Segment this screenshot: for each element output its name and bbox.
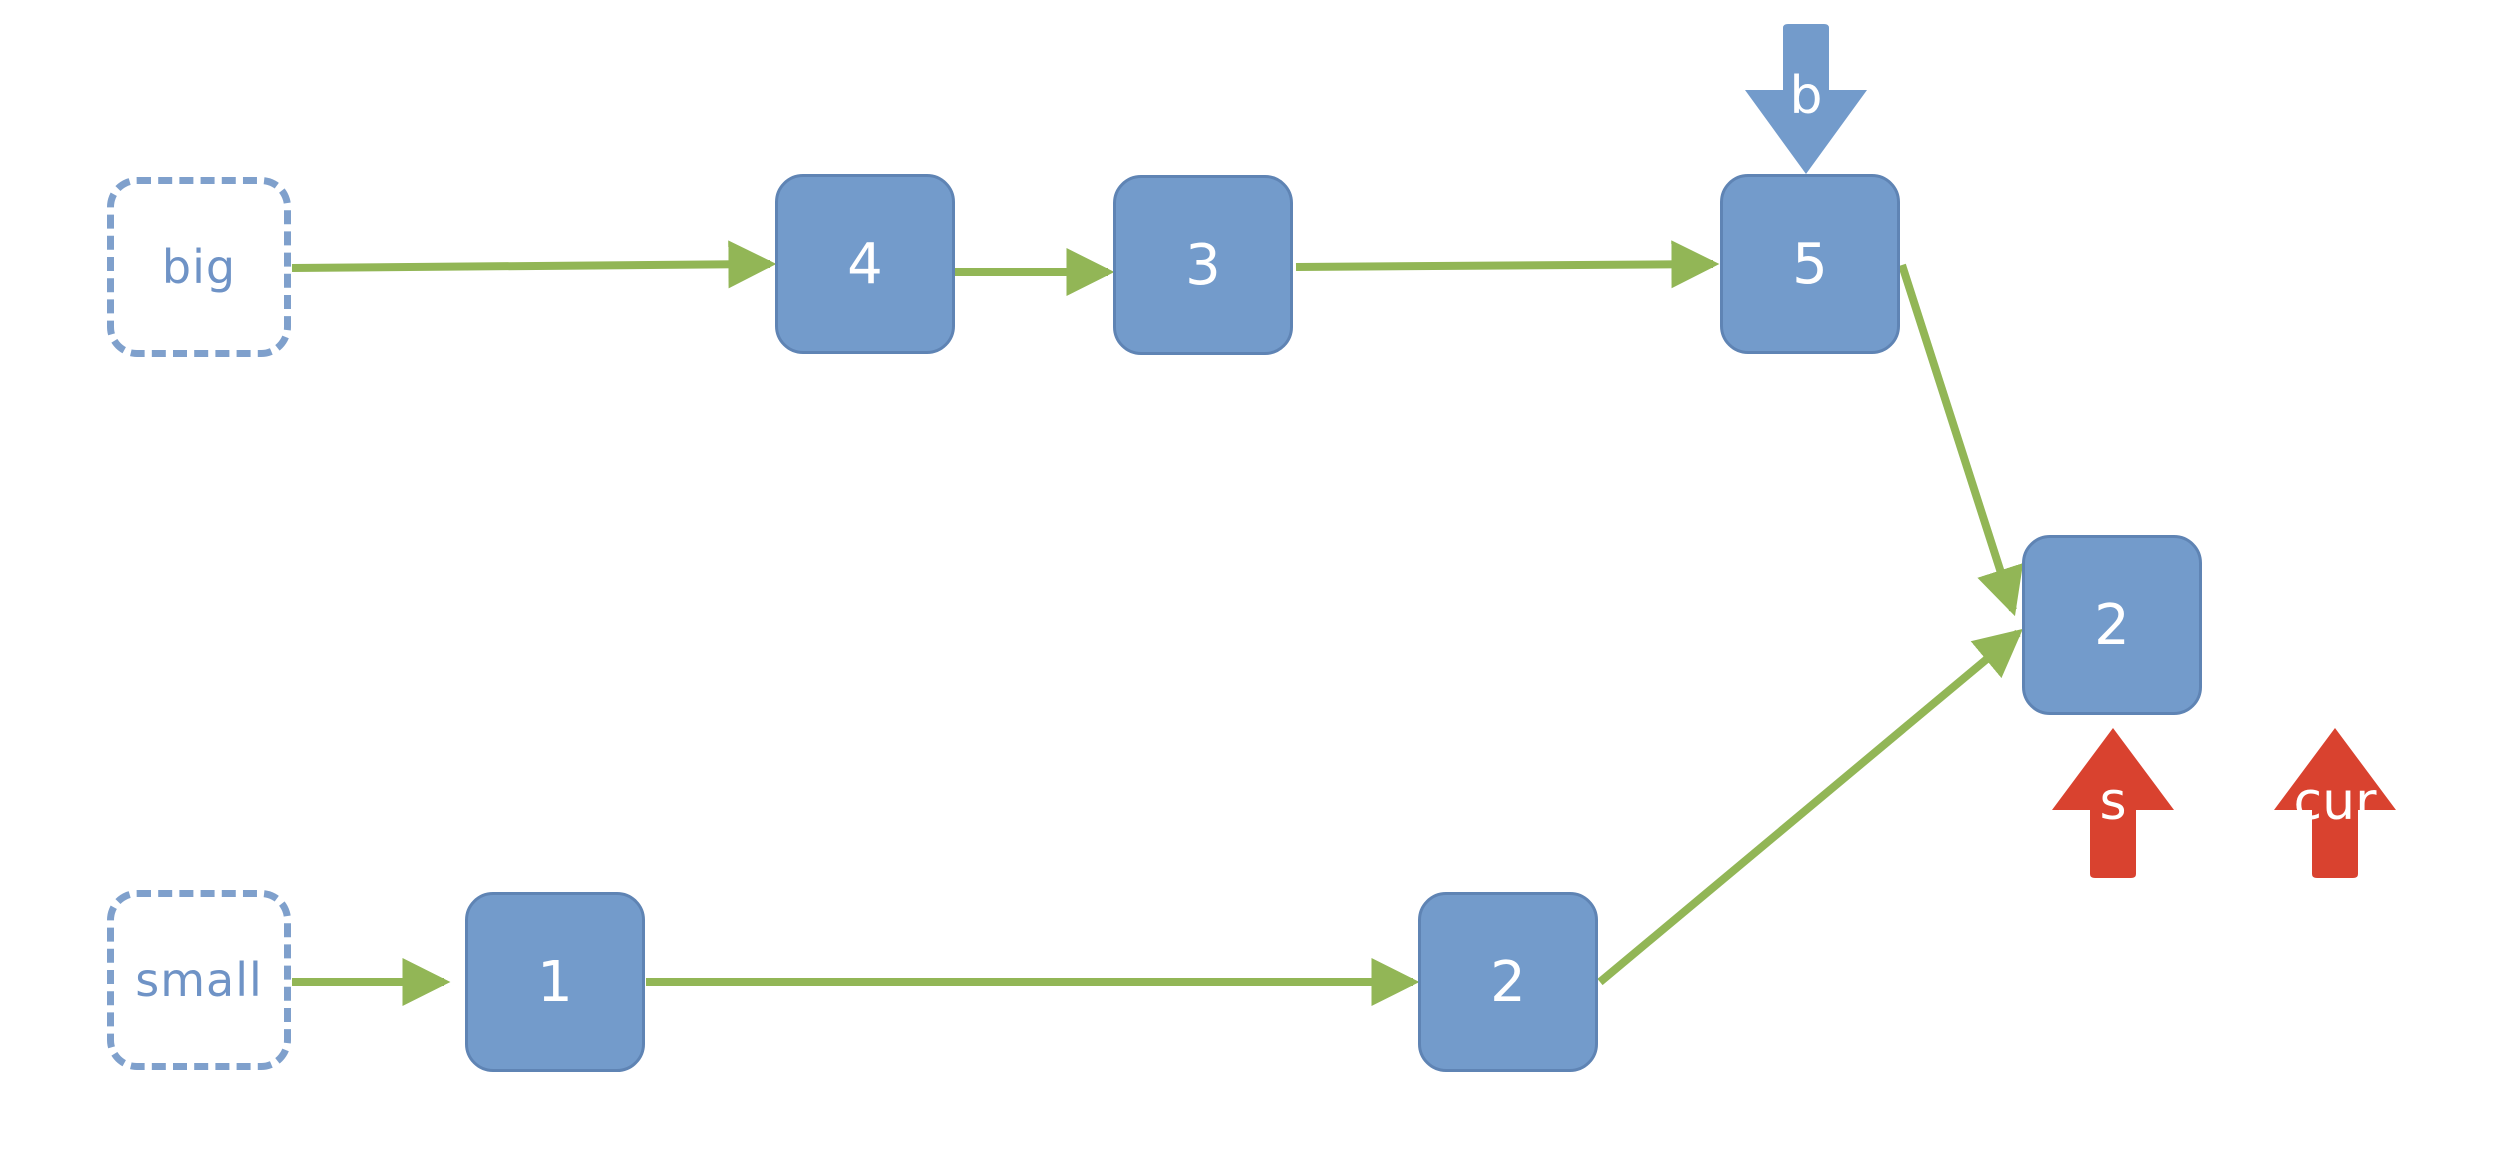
edge-3-to-5: [1295, 240, 1720, 289]
edge-big-to-4: [291, 240, 777, 289]
node-value: 2: [1490, 949, 1526, 1015]
node-value: 5: [1792, 231, 1828, 297]
big-node-3: 3: [1113, 175, 1293, 355]
pointer-b-label: b: [1789, 66, 1823, 126]
edge-5-to-merged-2: [1898, 263, 2024, 617]
node-value: 1: [537, 949, 573, 1015]
small-node-1: 1: [465, 892, 645, 1072]
small-head-label: small: [135, 953, 263, 1007]
pointer-cur-label: cur: [2293, 772, 2377, 832]
pointer-s: s: [2048, 728, 2178, 878]
big-head-label: big: [161, 240, 237, 294]
up-arrow-icon: [2274, 728, 2396, 878]
big-head-box: big: [107, 177, 291, 357]
node-value: 3: [1185, 232, 1221, 298]
small-head-box: small: [107, 890, 291, 1070]
up-arrow-icon: [2052, 728, 2174, 878]
big-node-4: 4: [775, 174, 955, 354]
node-value: 2: [2094, 592, 2130, 658]
node-value: 4: [847, 231, 883, 297]
small-node-2: 2: [1418, 892, 1598, 1072]
big-node-5: 5: [1720, 174, 1900, 354]
merged-node-2: 2: [2022, 535, 2202, 715]
pointer-cur: cur: [2270, 728, 2400, 878]
pointer-s-label: s: [2099, 772, 2127, 832]
pointer-b: b: [1741, 24, 1871, 174]
edge-2-to-merged-2: [1597, 628, 2023, 986]
down-arrow-icon: [1745, 24, 1867, 174]
